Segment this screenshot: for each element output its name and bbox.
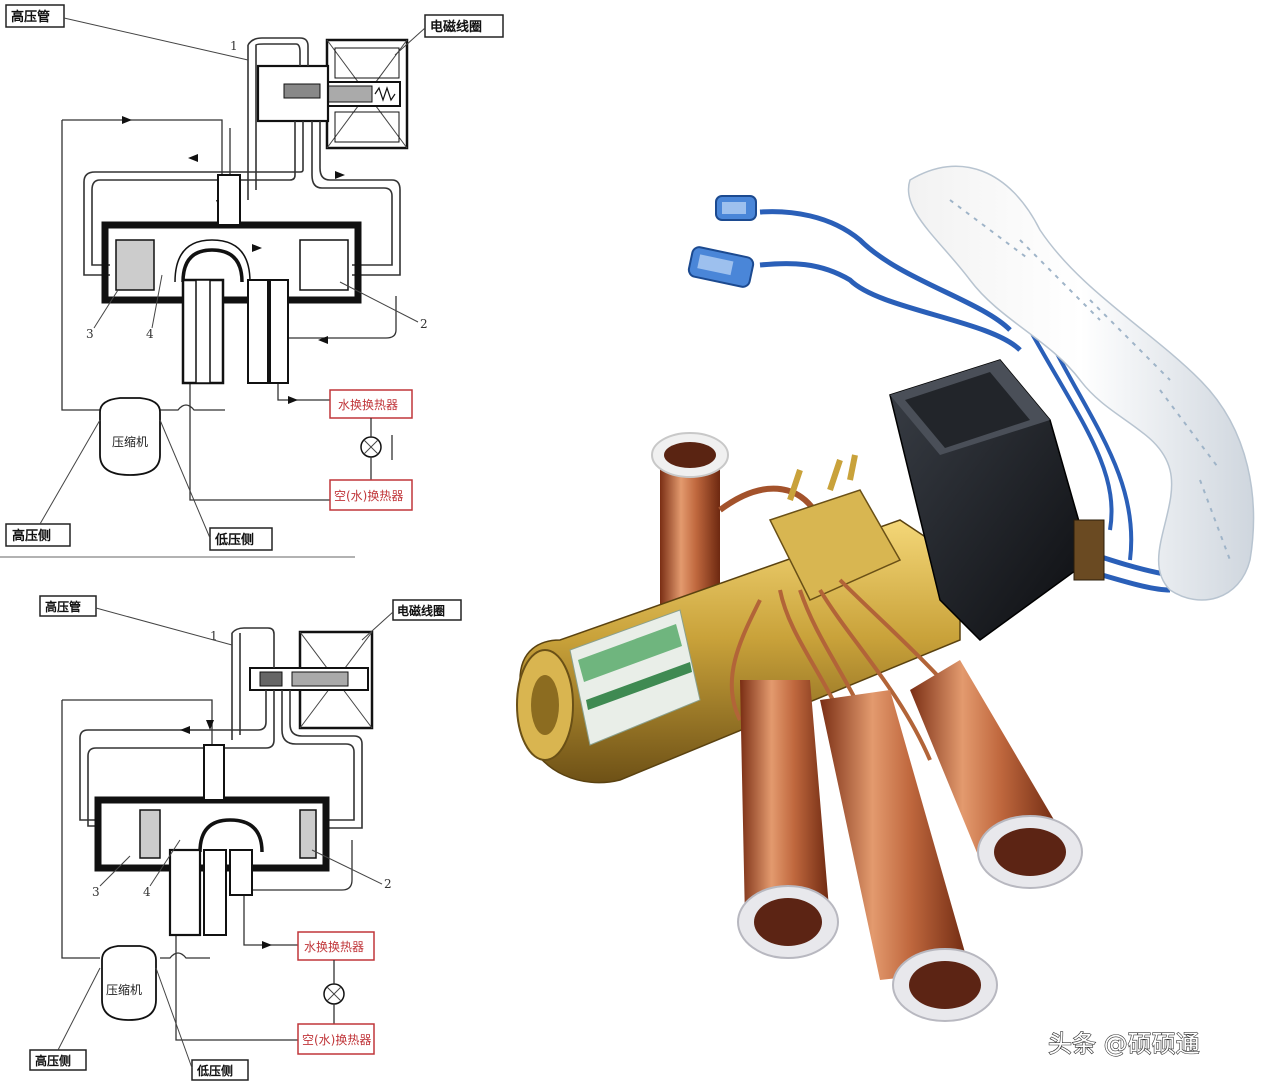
- copper-pipe-left: [737, 680, 839, 959]
- top-num-4: 4: [146, 327, 154, 341]
- top-labels: 高压管 电磁线圈 高压侧 低压侧 1 2 3 4: [5, 4, 504, 551]
- bottom-main-valve-body: [94, 744, 330, 937]
- bottom-num-1: 1: [210, 629, 218, 643]
- bottom-diagram: 压缩机 水换换热器 空(水)换热器 高压管 电磁线圈 高压侧 低压侧: [29, 595, 462, 1081]
- top-num-2: 2: [420, 317, 428, 331]
- bottom-high-pressure-side-label: 高压侧: [35, 1053, 71, 1068]
- bottom-num-4: 4: [143, 885, 151, 899]
- spade-terminal-upper: [715, 195, 757, 221]
- spade-terminal-lower: [687, 246, 755, 288]
- bottom-indoor-exchanger: 水换换热器: [297, 931, 375, 1024]
- top-compressor-label: 压缩机: [112, 434, 148, 449]
- copper-pipe-right: [910, 660, 1083, 889]
- copper-pipe-middle: [820, 690, 998, 1022]
- top-compressor: 压缩机: [99, 397, 161, 476]
- bottom-outdoor-exchanger: 空(水)换热器: [297, 1023, 375, 1055]
- top-solenoid-coil-label: 电磁线圈: [430, 19, 482, 35]
- top-solenoid-coil: [279, 38, 409, 150]
- bottom-compressor: 压缩机: [101, 945, 157, 1021]
- top-high-pressure-pipe-label: 高压管: [11, 9, 50, 25]
- white-sleeve: [907, 165, 1255, 601]
- bottom-solenoid-coil: [249, 630, 374, 730]
- connector-wires: [687, 195, 1171, 593]
- bottom-capillary-tubes: [61, 627, 363, 1041]
- top-diagram: 压缩机 水换换热器 空(水)换热器 高压管 电磁线圈 高压侧: [5, 4, 504, 551]
- top-main-valve-body: [101, 174, 362, 385]
- top-outdoor-exchanger: 空(水)换热器: [329, 479, 413, 511]
- top-low-pressure-side-label: 低压侧: [214, 532, 254, 548]
- top-pilot-valve: [256, 64, 330, 150]
- bottom-outdoor-exchanger-label: 空(水)换热器: [302, 1033, 371, 1047]
- brass-valve-body: [516, 454, 961, 784]
- bottom-num-3: 3: [92, 885, 100, 899]
- bottom-num-2: 2: [384, 877, 392, 891]
- bottom-solenoid-coil-label: 电磁线圈: [397, 603, 445, 618]
- bottom-labels: 高压管 电磁线圈 高压侧 低压侧 1 2 3 4: [29, 595, 462, 1081]
- top-indoor-exchanger-label: 水换换热器: [338, 398, 398, 412]
- bottom-low-pressure-side-label: 低压侧: [196, 1063, 233, 1078]
- valve-photo: [516, 165, 1255, 1022]
- bottom-high-pressure-pipe-label: 高压管: [45, 599, 81, 614]
- top-high-pressure-side-label: 高压侧: [12, 528, 51, 544]
- bottom-indoor-exchanger-label: 水换换热器: [304, 940, 364, 954]
- black-coil: [889, 359, 1105, 641]
- top-num-3: 3: [86, 327, 94, 341]
- top-num-1: 1: [230, 39, 238, 53]
- watermark: 头条 @硕硕通: [1048, 1030, 1200, 1058]
- top-indoor-exchanger: 水换换热器: [329, 389, 413, 480]
- bottom-compressor-label: 压缩机: [106, 982, 142, 997]
- top-outdoor-exchanger-label: 空(水)换热器: [334, 489, 403, 503]
